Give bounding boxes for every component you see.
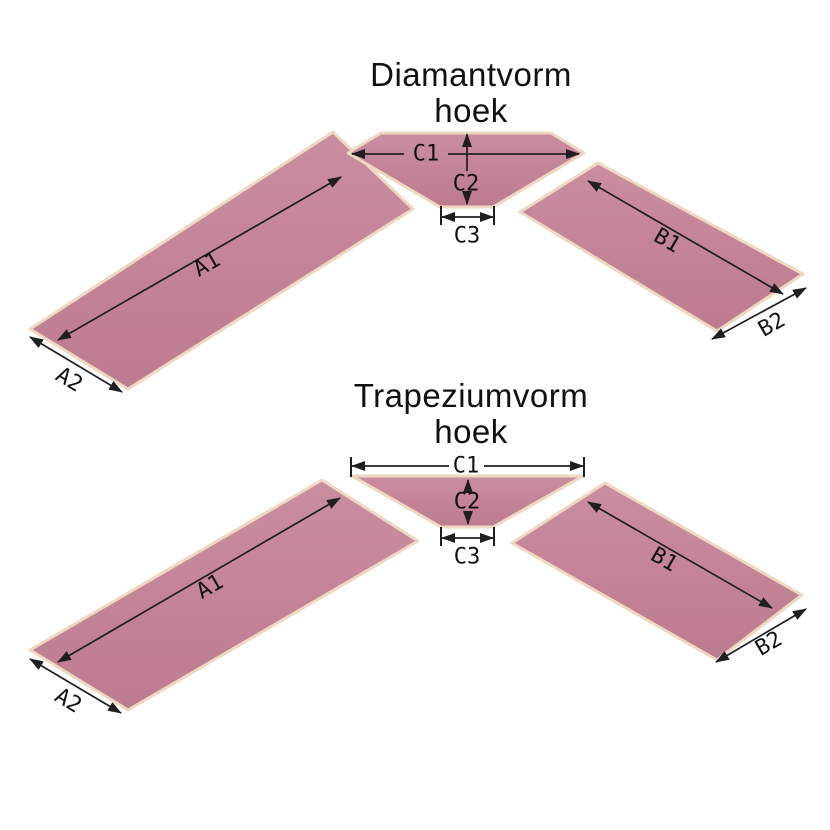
- dim-line-a2: [29, 658, 122, 714]
- left-worktop-panel: [28, 130, 415, 391]
- dim-label-c1: C1: [453, 454, 480, 479]
- dim-label-b2: B2: [751, 627, 786, 662]
- right-worktop-panel: [510, 481, 804, 662]
- diagram-diamond-corner: Diamantvorm hoek A1 A2 B1 B2 C1: [28, 56, 807, 398]
- dim-label-c3: C3: [454, 224, 481, 249]
- dim-line-b1: [587, 501, 773, 609]
- dim-line-a1: [57, 176, 342, 341]
- diagram-trapezium-corner: Trapeziumvorm hoek A1 A2 B1 B2 C1: [28, 377, 807, 719]
- dim-line-b2: [711, 287, 807, 340]
- dim-label-c1: C1: [413, 142, 440, 167]
- dim-label-c2: C2: [453, 172, 480, 197]
- diagram-title-line1: Diamantvorm: [370, 56, 572, 93]
- dim-line-b2: [715, 608, 807, 663]
- diagram-title-line2: hoek: [434, 413, 508, 450]
- diagram-title-line1: Trapeziumvorm: [354, 377, 589, 414]
- left-worktop-panel: [28, 478, 420, 712]
- dim-line-a2: [29, 336, 123, 393]
- dim-label-c2: C2: [454, 490, 481, 515]
- diagram-title-line2: hoek: [434, 92, 508, 129]
- dim-line-a1: [57, 497, 341, 663]
- dim-line-b1: [587, 180, 784, 295]
- dim-label-c3: C3: [454, 545, 481, 570]
